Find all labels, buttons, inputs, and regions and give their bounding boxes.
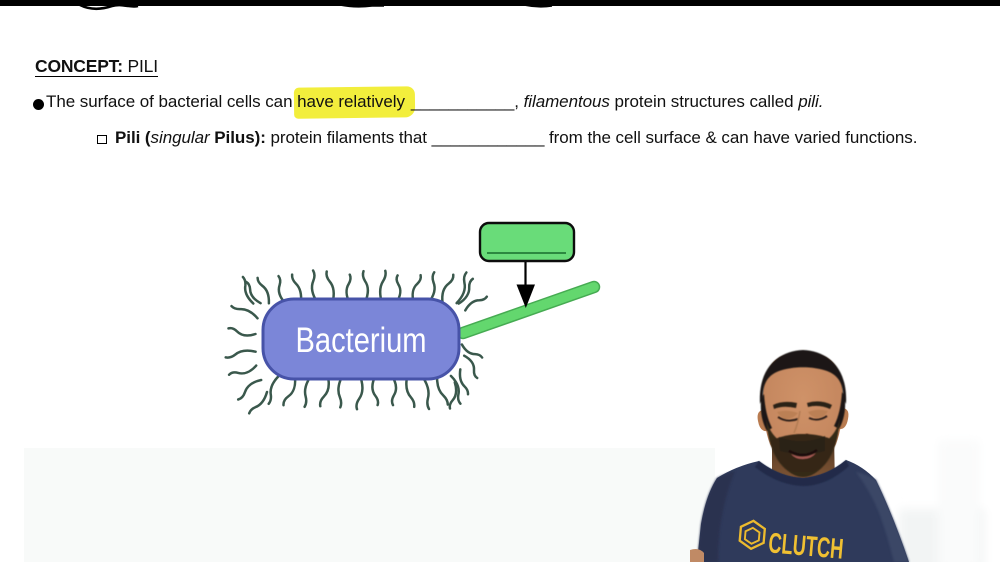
svg-text:CLUTCH: CLUTCH <box>767 527 845 562</box>
svg-text:Bacterium: Bacterium <box>296 321 427 360</box>
